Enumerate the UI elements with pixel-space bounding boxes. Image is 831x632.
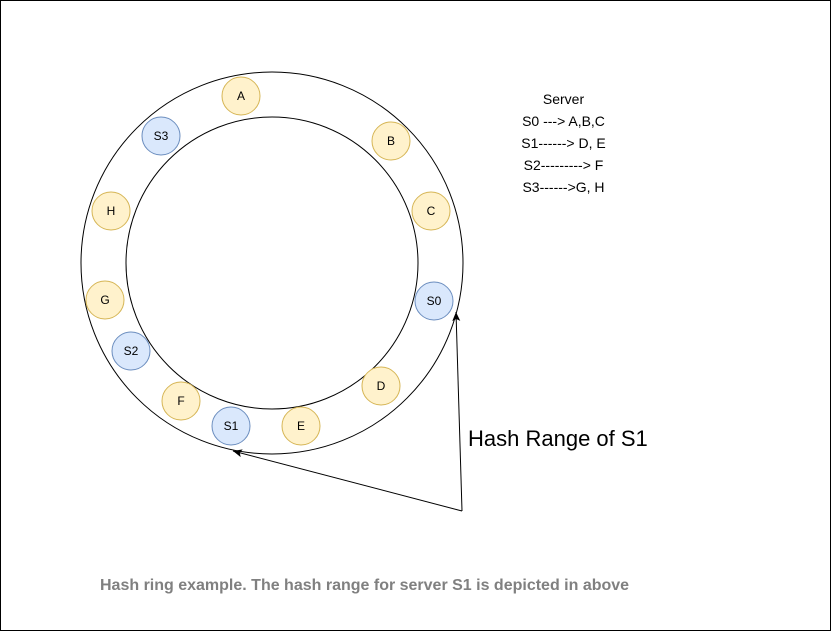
server-node-s0: S0: [414, 281, 454, 321]
data-node-c: C: [411, 191, 451, 231]
figure-caption: Hash ring example. The hash range for se…: [100, 577, 630, 594]
node-label: S0: [427, 294, 442, 308]
hash-range-arrow-to-s1: [232, 449, 463, 512]
node-label: S1: [224, 419, 239, 433]
hash-range-arrow-to-s0: [452, 311, 463, 512]
data-node-b: B: [371, 121, 411, 161]
node-circle: [161, 381, 201, 421]
node-circle: [281, 406, 321, 446]
node-label: A: [237, 89, 245, 103]
node-label: D: [377, 379, 386, 393]
node-label: F: [177, 394, 184, 408]
server-node-s1: S1: [211, 406, 251, 446]
node-circle: [141, 116, 181, 156]
node-circle: [411, 191, 451, 231]
node-circle: [211, 406, 251, 446]
server-legend: Server S0 ---> A,B,C S1------> D, E S2--…: [501, 88, 626, 198]
outer-ring: [80, 71, 464, 455]
node-label: S3: [154, 129, 169, 143]
node-label: E: [297, 419, 305, 433]
node-circle: [91, 191, 131, 231]
node-circle: [361, 366, 401, 406]
node-circle: [111, 331, 151, 371]
hash-range-label: Hash Range of S1: [468, 426, 648, 451]
data-node-e: E: [281, 406, 321, 446]
legend-line-s0: S0 ---> A,B,C: [522, 113, 605, 129]
legend-line-s2: S2---------> F: [523, 157, 604, 173]
node-label: H: [107, 204, 116, 218]
node-circle: [371, 121, 411, 161]
data-node-h: H: [91, 191, 131, 231]
node-circle: [414, 281, 454, 321]
legend-line-s3: S3------>G, H: [522, 179, 605, 195]
node-circle: [85, 280, 125, 320]
server-node-s3: S3: [141, 116, 181, 156]
node-circle: [221, 76, 261, 116]
server-node-s2: S2: [111, 331, 151, 371]
data-node-d: D: [361, 366, 401, 406]
data-node-f: F: [161, 381, 201, 421]
node-label: S2: [124, 344, 139, 358]
node-label: G: [100, 293, 109, 307]
data-node-g: G: [85, 280, 125, 320]
legend-line-s1: S1------> D, E: [521, 135, 606, 151]
node-label: B: [387, 134, 395, 148]
node-label: C: [427, 204, 436, 218]
legend-title: Server: [542, 91, 585, 107]
data-node-a: A: [221, 76, 261, 116]
inner-ring: [125, 116, 419, 410]
